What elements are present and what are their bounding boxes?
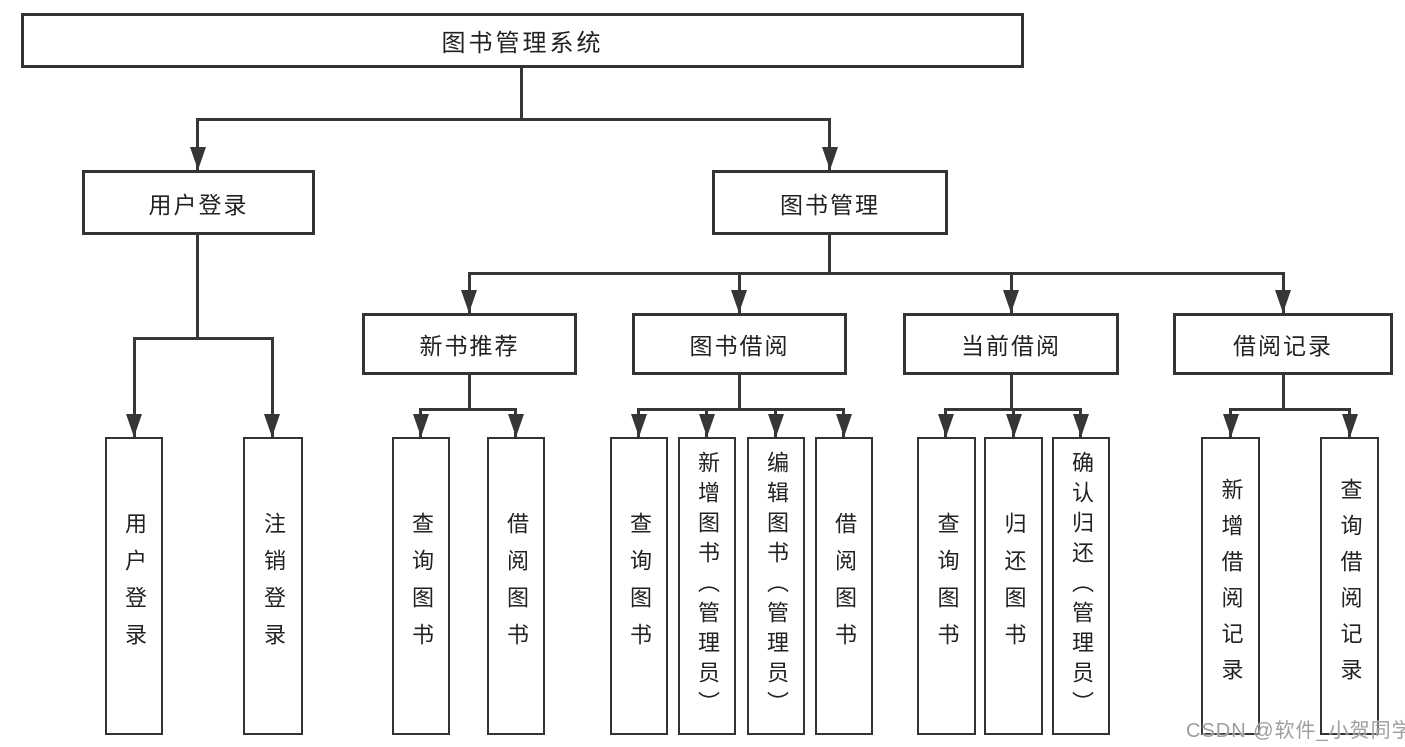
connector-book-stem — [828, 235, 831, 272]
connector-drop-logout-leaf — [271, 337, 274, 437]
connector-recommend-stem — [468, 375, 471, 408]
connector-root-stem — [520, 68, 523, 118]
arrow-borrow-edit — [768, 414, 784, 437]
leaf-recommend-borrow-books: 借阅图书 — [487, 437, 545, 735]
arrow-new-book — [461, 290, 477, 313]
connector-recommend-bar — [421, 408, 517, 411]
arrow-book-management — [822, 147, 838, 170]
leaf-current-query-books: 查询图书 — [917, 437, 976, 735]
leaf-recommend-borrow-books-label: 借阅图书 — [504, 512, 529, 660]
node-new-book-recommend: 新书推荐 — [362, 313, 577, 375]
node-borrow-records: 借阅记录 — [1173, 313, 1393, 375]
connector-borrow-stem — [738, 375, 741, 408]
connector-borrow-bar — [639, 408, 845, 411]
connector-user-stem — [196, 235, 199, 337]
arrow-recommend-query — [413, 414, 429, 437]
leaf-add-borrow-record: 新增借阅记录 — [1201, 437, 1260, 735]
watermark: CSDN @软件_小贺同学 — [1186, 720, 1405, 742]
arrow-records-query — [1342, 414, 1358, 437]
leaf-return-books-label: 归还图书 — [1001, 512, 1027, 660]
arrow-current-confirm — [1073, 414, 1089, 437]
node-current-borrow: 当前借阅 — [903, 313, 1119, 375]
leaf-borrow-query-books: 查询图书 — [610, 437, 668, 735]
connector-user-bar — [134, 337, 274, 340]
arrow-logout-leaf — [264, 414, 280, 437]
arrow-current-return — [1006, 414, 1022, 437]
leaf-logout-label: 注销登录 — [261, 512, 286, 660]
leaf-query-borrow-record: 查询借阅记录 — [1320, 437, 1379, 735]
node-book-borrow: 图书借阅 — [632, 313, 847, 375]
leaf-user-login: 用户登录 — [105, 437, 163, 735]
arrow-current-borrow — [1003, 290, 1019, 313]
arrow-current-query — [938, 414, 954, 437]
leaf-add-borrow-record-label: 新增借阅记录 — [1218, 478, 1244, 694]
leaf-current-query-books-label: 查询图书 — [934, 512, 960, 660]
arrow-borrow-records — [1275, 290, 1291, 313]
connector-drop-login-leaf — [133, 337, 136, 437]
leaf-user-login-label: 用户登录 — [122, 512, 147, 660]
connector-book-bar — [469, 272, 1284, 275]
arrow-book-borrow — [731, 290, 747, 313]
leaf-add-books-admin-label: 新增图书（管理员） — [695, 451, 720, 721]
leaf-recommend-query-books-label: 查询图书 — [409, 512, 434, 660]
leaf-add-books-admin: 新增图书（管理员） — [678, 437, 736, 735]
leaf-logout: 注销登录 — [243, 437, 303, 735]
arrow-login-leaf — [126, 414, 142, 437]
leaf-confirm-return-admin: 确认归还（管理员） — [1052, 437, 1110, 735]
arrow-borrow-query — [631, 414, 647, 437]
leaf-edit-books-admin-label: 编辑图书（管理员） — [764, 451, 789, 721]
leaf-confirm-return-admin-label: 确认归还（管理员） — [1069, 451, 1094, 721]
connector-records-stem — [1282, 375, 1285, 408]
arrow-borrow-add — [699, 414, 715, 437]
arrow-user-login — [190, 147, 206, 170]
leaf-borrow-borrow-books: 借阅图书 — [815, 437, 873, 735]
node-root: 图书管理系统 — [21, 13, 1024, 68]
leaf-recommend-query-books: 查询图书 — [392, 437, 450, 735]
arrow-recommend-borrow — [508, 414, 524, 437]
connector-current-stem — [1010, 375, 1013, 408]
connector-records-bar — [1230, 408, 1351, 411]
connector-drop-user-login — [196, 118, 199, 170]
connector-drop-book-management — [828, 118, 831, 170]
leaf-query-borrow-record-label: 查询借阅记录 — [1337, 478, 1363, 694]
node-user-login: 用户登录 — [82, 170, 315, 235]
leaf-return-books: 归还图书 — [984, 437, 1043, 735]
leaf-borrow-borrow-books-label: 借阅图书 — [832, 512, 857, 660]
arrow-borrow-borrow — [836, 414, 852, 437]
node-book-management: 图书管理 — [712, 170, 948, 235]
connector-root-bar — [197, 118, 831, 121]
leaf-borrow-query-books-label: 查询图书 — [627, 512, 652, 660]
leaf-edit-books-admin: 编辑图书（管理员） — [747, 437, 805, 735]
arrow-records-add — [1223, 414, 1239, 437]
